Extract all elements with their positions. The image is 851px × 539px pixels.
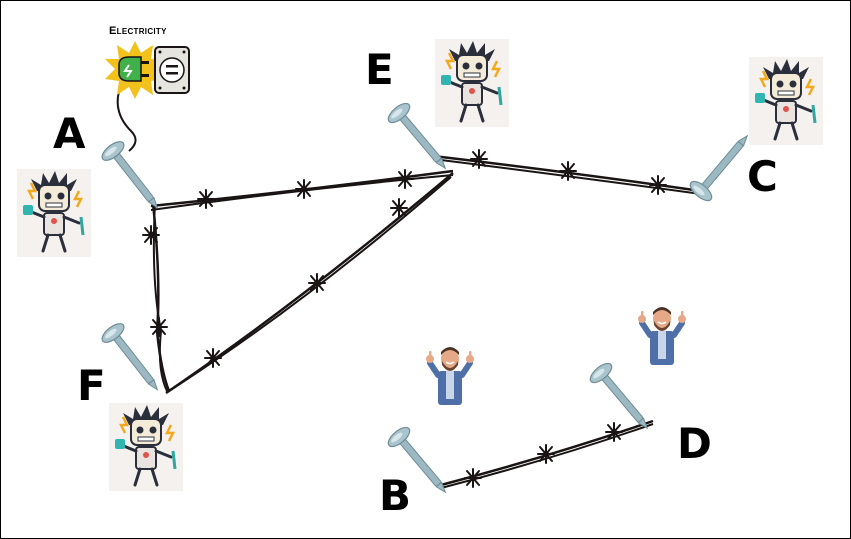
node-label-b: B	[379, 471, 412, 520]
wire-e-c	[432, 149, 702, 195]
node-label-f: F	[77, 361, 106, 410]
node-label-c: C	[747, 152, 778, 201]
wire-a-e	[150, 169, 454, 211]
shocked-person-icon-c	[747, 55, 825, 147]
electricity-label: Electricity	[109, 25, 167, 37]
node-label-d: D	[677, 419, 712, 468]
wire-a-f	[142, 202, 171, 392]
power-cord	[116, 84, 137, 152]
thumbs-up-person-icon-b	[426, 347, 474, 405]
wire-f-e	[165, 172, 454, 395]
plug-and-socket-icon	[105, 41, 190, 99]
thumbs-up-person-icon-d	[638, 307, 686, 365]
node-label-e: E	[365, 45, 394, 94]
shocked-person-icon-a	[15, 167, 93, 259]
shocked-person-icon-f	[107, 401, 185, 493]
shocked-person-icon-e	[433, 37, 511, 129]
nail-d	[586, 359, 658, 438]
node-label-a: A	[53, 109, 86, 158]
wire-b-d	[440, 419, 654, 489]
